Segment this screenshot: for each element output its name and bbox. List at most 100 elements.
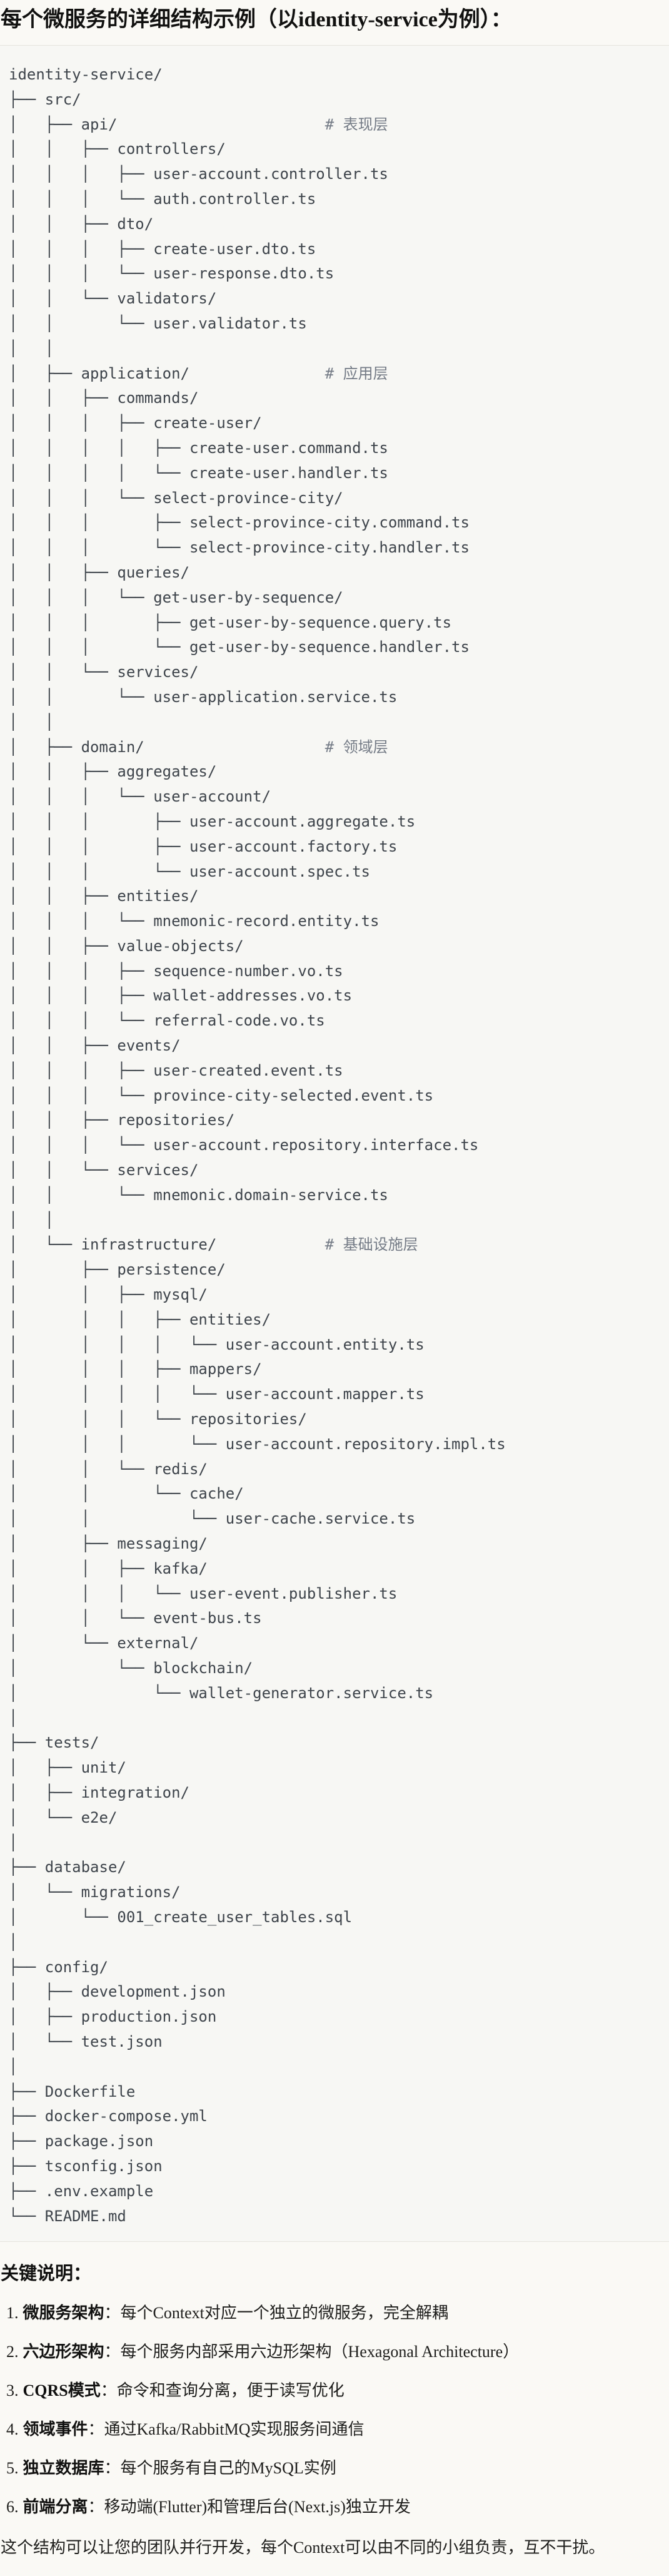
- tree-line: │ │ ├── kafka/: [9, 1557, 660, 1582]
- tree-entry-text: │ │ │ └── user-account/: [9, 788, 271, 806]
- tree-line: │ │ └── services/: [9, 660, 660, 685]
- tree-line: │ │ │ └── user-account/: [9, 785, 660, 810]
- tree-line: │ └── e2e/: [9, 1806, 660, 1831]
- tree-line: │ │ └── user-application.service.ts: [9, 685, 660, 710]
- tree-line: │ └── wallet-generator.service.ts: [9, 1681, 660, 1706]
- tree-entry-text: │ │ │ └── select-province-city/: [9, 489, 343, 507]
- tree-entry-text: │ │ │ ├── create-user.dto.ts: [9, 240, 316, 258]
- tree-entry-text: │ │ │ └── user-account.repository.interf…: [9, 1136, 479, 1154]
- directory-tree: identity-service/├── src/│ ├── api/ # 表现…: [9, 63, 660, 2229]
- tree-entry-text: │ │ ├── repositories/: [9, 1111, 235, 1129]
- tree-line: │ │ ├── queries/: [9, 561, 660, 586]
- tree-entry-text: │ │ │ │ ├── create-user.command.ts: [9, 439, 388, 457]
- tree-line: │ │ │ │ └── user-account.mapper.ts: [9, 1382, 660, 1407]
- tree-line: │ │ └── mnemonic.domain-service.ts: [9, 1183, 660, 1208]
- tree-line: │ ├── development.json: [9, 1980, 660, 2005]
- note-item: 4.领域事件：通过Kafka/RabbitMQ实现服务间通信: [6, 2420, 669, 2440]
- tree-line: identity-service/: [9, 63, 660, 88]
- tree-line: ├── package.json: [9, 2129, 660, 2154]
- tree-line: │ └── infrastructure/ # 基础设施层: [9, 1233, 660, 1258]
- tree-line: │ │ │ ├── sequence-number.vo.ts: [9, 959, 660, 984]
- note-term: 领域事件: [23, 2420, 88, 2439]
- tree-entry-text: │ │ └── user-application.service.ts: [9, 688, 398, 706]
- tree-entry-text: │ │ │ ├── user-account.controller.ts: [9, 165, 388, 183]
- tree-entry-text: │ ├── production.json: [9, 2008, 217, 2026]
- tree-entry-text: │ │ │ └── select-province-city.handler.t…: [9, 539, 470, 557]
- tree-entry-text: │: [9, 1833, 18, 1851]
- tree-line: │ │: [9, 1208, 660, 1233]
- tree-entry-text: │ ├── application/: [9, 364, 325, 382]
- tree-entry-text: │ │ └── user.validator.ts: [9, 314, 307, 332]
- tree-line: │ ├── integration/: [9, 1781, 660, 1806]
- tree-line: │ │ │ ├── wallet-addresses.vo.ts: [9, 984, 660, 1009]
- tree-line: │ └── test.json: [9, 2030, 660, 2055]
- tree-line: │ │ └── validators/: [9, 287, 660, 312]
- tree-line: │ │ │ └── select-province-city/: [9, 486, 660, 511]
- tree-entry-text: ├── tsconfig.json: [9, 2157, 163, 2175]
- tree-entry-text: │ ├── domain/: [9, 738, 325, 756]
- tree-entry-text: │ │ │ │ └── create-user.handler.ts: [9, 464, 388, 482]
- tree-line: │ ├── messaging/: [9, 1532, 660, 1557]
- tree-line: │ │ │ └── mnemonic-record.entity.ts: [9, 909, 660, 934]
- tree-line: │ ├── domain/ # 领域层: [9, 735, 660, 760]
- note-number: 4.: [6, 2420, 19, 2439]
- tree-layer-comment: # 基础设施层: [324, 1236, 418, 1254]
- tree-layer-comment: # 领域层: [324, 738, 388, 756]
- tree-line: │ │ ├── repositories/: [9, 1108, 660, 1133]
- tree-line: │ │: [9, 337, 660, 362]
- tree-line: │ │ │ └── user-response.dto.ts: [9, 262, 660, 287]
- tree-line: ├── tests/: [9, 1731, 660, 1756]
- tree-entry-text: │ │ ├── value-objects/: [9, 937, 244, 955]
- tree-entry-text: └── README.md: [9, 2207, 126, 2225]
- tree-entry-text: ├── package.json: [9, 2132, 154, 2151]
- tree-line: └── README.md: [9, 2204, 660, 2229]
- tree-entry-text: │ │ ├── events/: [9, 1037, 181, 1055]
- tree-entry-text: │ │ ├── entities/: [9, 887, 199, 905]
- tree-entry-text: │ ├── unit/: [9, 1759, 126, 1777]
- tree-line: │ │ ├── aggregates/: [9, 760, 660, 785]
- tree-entry-text: │ │ ├── mysql/: [9, 1286, 208, 1304]
- tree-entry-text: │ │ │ ├── entities/: [9, 1310, 271, 1328]
- tree-line: │ └── 001_create_user_tables.sql: [9, 1905, 660, 1930]
- tree-line: │ │ ├── dto/: [9, 212, 660, 237]
- note-item: 5.独立数据库：每个服务有自己的MySQL实例: [6, 2458, 669, 2478]
- tree-line: │: [9, 1831, 660, 1856]
- tree-entry-text: │ ├── api/: [9, 115, 325, 133]
- tree-entry-text: ├── tests/: [9, 1734, 99, 1752]
- tree-entry-text: ├── .env.example: [9, 2182, 154, 2200]
- note-term: 前端分离: [23, 2498, 88, 2517]
- tree-entry-text: │ │ │ └── province-city-selected.event.t…: [9, 1086, 434, 1104]
- tree-entry-text: │ │ └── services/: [9, 663, 199, 681]
- tree-entry-text: │ │ └── validators/: [9, 290, 217, 308]
- tree-line: │ │ │ ├── select-province-city.command.t…: [9, 511, 660, 536]
- note-number: 3.: [6, 2381, 19, 2400]
- tree-entry-text: │ │ └── event-bus.ts: [9, 1609, 262, 1627]
- tree-line: │ │ │ └── user-account.spec.ts: [9, 860, 660, 885]
- tree-line: │: [9, 2055, 660, 2080]
- tree-entry-text: │ │ └── mnemonic.domain-service.ts: [9, 1186, 388, 1204]
- tree-line: │ ├── persistence/: [9, 1258, 660, 1283]
- tree-line: │ │ │ └── get-user-by-sequence/: [9, 586, 660, 611]
- tree-line: │ │ │ └── province-city-selected.event.t…: [9, 1084, 660, 1109]
- tree-entry-text: │ └── 001_create_user_tables.sql: [9, 1908, 353, 1926]
- tree-entry-text: │ ├── integration/: [9, 1783, 189, 1801]
- tree-line: │ │ └── cache/: [9, 1482, 660, 1507]
- tree-line: │ │ │ └── user-account.repository.interf…: [9, 1133, 660, 1158]
- directory-tree-code-block: identity-service/├── src/│ ├── api/ # 表现…: [0, 45, 669, 2243]
- tree-line: │ │ │ └── repositories/: [9, 1407, 660, 1432]
- tree-line: │ │ │ └── user-event.publisher.ts: [9, 1582, 660, 1607]
- tree-entry-text: identity-service/: [9, 66, 163, 83]
- tree-line: │ └── blockchain/: [9, 1656, 660, 1681]
- tree-line: │ │ │ │ ├── create-user.command.ts: [9, 436, 660, 461]
- tree-entry-text: │ │ │ └── get-user-by-sequence/: [9, 588, 343, 606]
- tree-line: │ │ │ └── auth.controller.ts: [9, 187, 660, 212]
- tree-entry-text: │ │ │ └── mnemonic-record.entity.ts: [9, 912, 380, 930]
- tree-line: │ │ │ ├── user-account.controller.ts: [9, 162, 660, 187]
- tree-entry-text: │ │ │ └── user-response.dto.ts: [9, 265, 334, 283]
- tree-entry-text: │: [9, 1933, 18, 1951]
- tree-line: │ │ │ ├── user-account.aggregate.ts: [9, 810, 660, 835]
- tree-line: │ │ │ ├── create-user/: [9, 411, 660, 436]
- note-description: ：通过Kafka/RabbitMQ实现服务间通信: [88, 2420, 365, 2439]
